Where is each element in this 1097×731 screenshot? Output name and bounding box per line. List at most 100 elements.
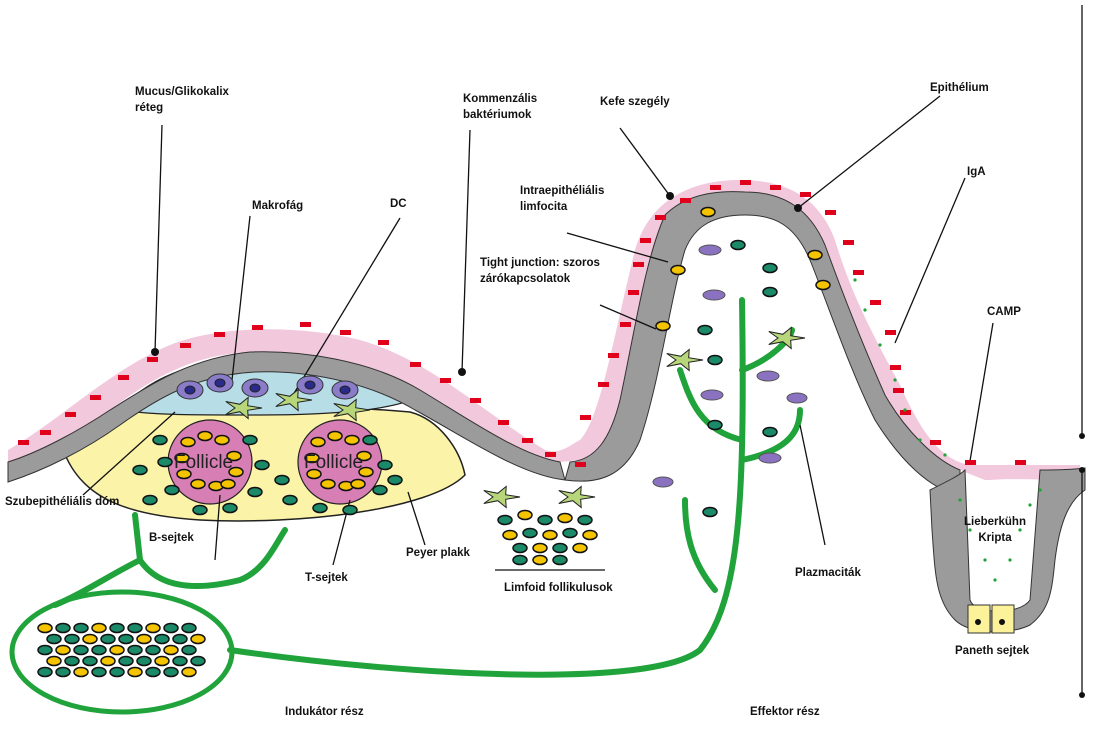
b-cell [198, 432, 212, 441]
camp-peptide [1008, 558, 1011, 561]
t-cell [313, 504, 327, 513]
t-cell [373, 486, 387, 495]
plasma-cell [701, 390, 723, 400]
commensal-bacterium [252, 325, 263, 330]
t-cell [110, 668, 124, 677]
macrophage-nucleus [340, 386, 350, 394]
b-cell [518, 511, 532, 520]
plasma-cell [759, 453, 781, 463]
t-cell [119, 657, 133, 666]
t-cell [275, 476, 289, 485]
plasma-cell [757, 371, 779, 381]
label-iga: IgA [967, 164, 986, 180]
commensal-bacterium [498, 420, 509, 425]
label-bacteria: Kommenzális baktériumok [463, 91, 537, 123]
t-cell [38, 646, 52, 655]
dendritic-cell [484, 487, 520, 508]
b-cell [128, 668, 142, 677]
commensal-bacterium [545, 452, 556, 457]
t-cell [119, 635, 133, 644]
commensal-bacterium [843, 240, 854, 245]
commensal-bacterium [890, 365, 901, 370]
camp-peptide [943, 453, 946, 456]
dendritic-cell [769, 328, 805, 349]
label-tight-junction: Tight junction: szoros zárókapcsolatok [480, 255, 600, 287]
commensal-bacterium [378, 340, 389, 345]
t-cell [498, 516, 512, 525]
commensal-bacterium [770, 185, 781, 190]
commensal-bacterium [870, 300, 881, 305]
t-cell [65, 657, 79, 666]
commensal-bacterium [640, 238, 651, 243]
t-cell [698, 326, 712, 335]
t-cell [708, 421, 722, 430]
b-cell [583, 531, 597, 540]
macrophage-nucleus [305, 381, 315, 389]
b-cell [816, 281, 830, 290]
t-cell [191, 657, 205, 666]
t-cell [56, 668, 70, 677]
t-cell [92, 668, 106, 677]
camp-peptide [893, 378, 896, 381]
commensal-bacterium [965, 460, 976, 465]
b-cell [191, 480, 205, 489]
label-epithelium: Epithélium [930, 80, 989, 96]
b-cell [543, 531, 557, 540]
t-cell [133, 466, 147, 475]
label-t-cells: T-sejtek [305, 570, 348, 586]
t-cell [146, 646, 160, 655]
b-cell [558, 514, 572, 523]
t-cell [38, 668, 52, 677]
commensal-bacterium [710, 185, 721, 190]
commensal-bacterium [628, 290, 639, 295]
commensal-bacterium [300, 322, 311, 327]
commensal-bacterium [522, 438, 533, 443]
t-cell [378, 461, 392, 470]
t-cell [223, 504, 237, 513]
b-cell [345, 436, 359, 445]
t-cell [74, 624, 88, 633]
commensal-bacterium [18, 440, 29, 445]
label-peyer: Peyer plakk [406, 545, 470, 561]
t-cell [578, 516, 592, 525]
t-cell [248, 488, 262, 497]
t-cell [137, 657, 151, 666]
label-plasma: Plazmaciták [795, 565, 861, 581]
label-crypt: Lieberkühn Kripta [964, 514, 1026, 546]
commensal-bacterium [655, 215, 666, 220]
dendritic-cell [667, 350, 703, 371]
b-cell [83, 635, 97, 644]
t-cell [143, 496, 157, 505]
t-cell [731, 241, 745, 250]
t-cell [538, 516, 552, 525]
commensal-bacterium [930, 440, 941, 445]
camp-peptide [993, 578, 996, 581]
t-cell [146, 668, 160, 677]
camp-peptide [918, 438, 921, 441]
b-cell [164, 646, 178, 655]
commensal-bacterium [608, 353, 619, 358]
commensal-bacterium [440, 378, 451, 383]
b-cell [351, 480, 365, 489]
t-cell [47, 635, 61, 644]
t-cell [173, 657, 187, 666]
label-inductor: Indukátor rész [285, 704, 364, 720]
dendritic-cell [559, 487, 595, 508]
plasma-cell [787, 393, 807, 403]
t-cell [513, 544, 527, 553]
commensal-bacterium [800, 192, 811, 197]
label-effector: Effektor rész [750, 704, 820, 720]
commensal-bacterium [410, 362, 421, 367]
commensal-bacterium [893, 388, 904, 393]
t-cell [128, 646, 142, 655]
t-cell [763, 288, 777, 297]
t-cell [92, 646, 106, 655]
label-camp: CAMP [987, 304, 1021, 320]
t-cell [182, 646, 196, 655]
camp-peptide [1038, 488, 1041, 491]
camp-peptide [958, 498, 961, 501]
t-cell [101, 635, 115, 644]
b-cell [110, 646, 124, 655]
camp-peptide [983, 558, 986, 561]
b-cell [701, 208, 715, 217]
